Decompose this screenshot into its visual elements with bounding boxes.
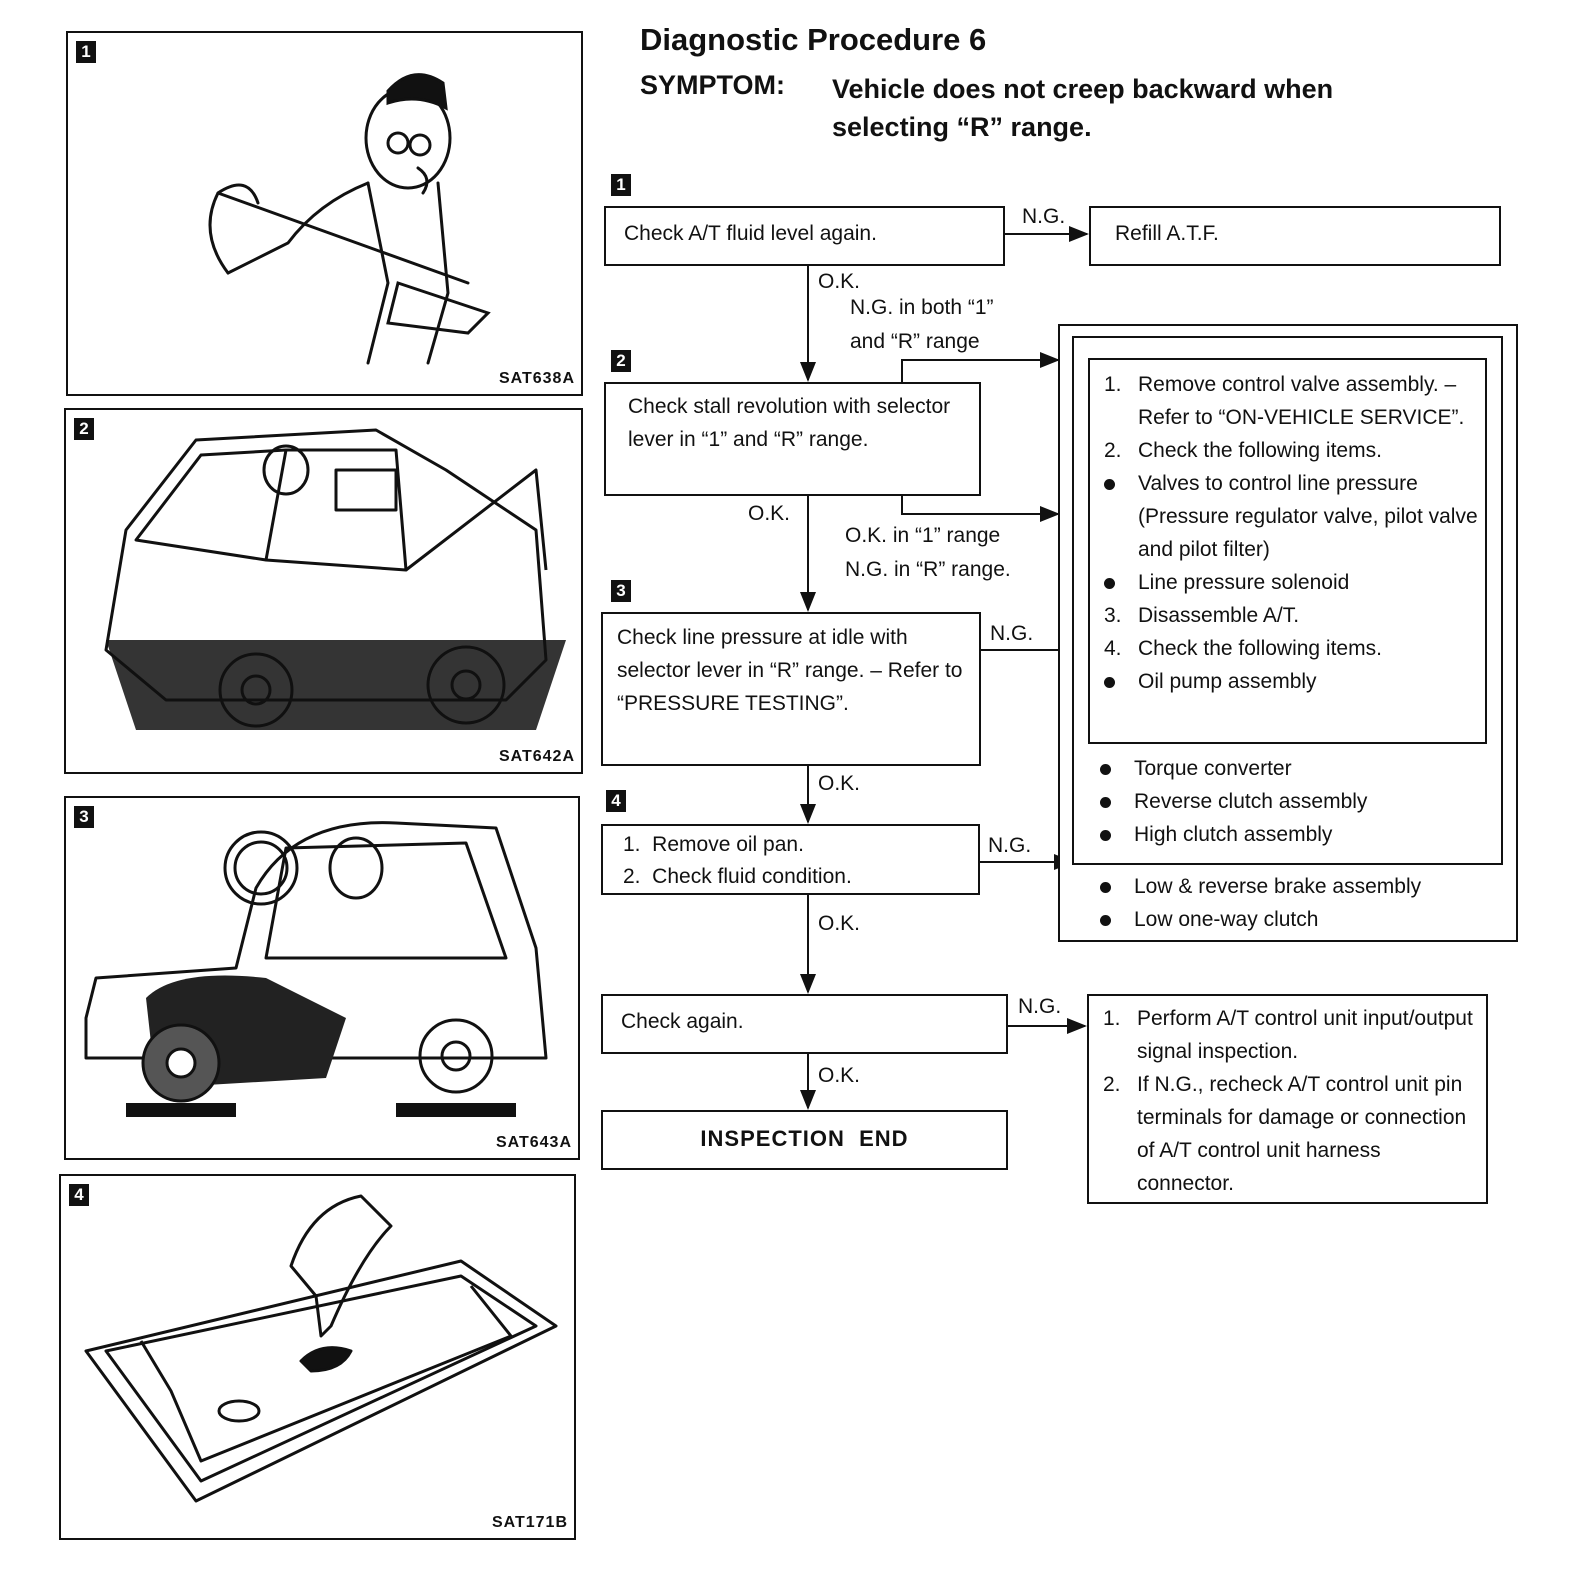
remedy-item: High clutch assembly [1100, 818, 1490, 851]
remedy-item: Oil pump assembly [1104, 665, 1479, 698]
pressure-gauge-car-illustration [84, 821, 548, 1117]
remedy-item-marker: 3. [1104, 604, 1122, 627]
label-ok-step1: O.K. [818, 270, 861, 293]
label-ng-both-line1: N.G. in both “1” [850, 296, 994, 319]
figure-code-2: SAT642A [498, 748, 575, 765]
figure-panel-2: 2 SAT642A [64, 408, 583, 774]
remedy-item-text: Check the following items. [1138, 439, 1382, 462]
label-ng-both-line2: and “R” range [850, 330, 980, 353]
final-remedy-item: 2. If N.G., recheck A/T control unit pin … [1103, 1068, 1480, 1200]
remedy-item-text: High clutch assembly [1134, 823, 1333, 846]
step5-text: Check again. [621, 1010, 744, 1033]
step-badge-4: 4 [606, 790, 626, 812]
oil-pan-illustration [84, 1194, 558, 1503]
step-badge-3: 3 [611, 580, 631, 602]
remedy-item-text: Oil pump assembly [1138, 670, 1317, 693]
step-badge-1: 1 [611, 174, 631, 196]
figure-panel-3: 3 SAT643A [64, 796, 580, 1160]
figure-badge-2: 2 [74, 418, 94, 440]
end-text: INSPECTION END [700, 1126, 909, 1151]
label-ng-step4: N.G. [988, 834, 1032, 857]
label-ng-in-r-range: N.G. in “R” range. [845, 558, 1011, 581]
end-box: INSPECTION END [601, 1110, 1008, 1170]
figure-code-4: SAT171B [491, 1514, 568, 1531]
remedy-item: Valves to control line pressure (Pressur… [1104, 467, 1479, 566]
remedy-item-text: Check the following items. [1138, 637, 1382, 660]
remedy-item: Reverse clutch assembly [1100, 785, 1490, 818]
remedy-inner-box: 1. Remove control valve assembly. – Refer… [1088, 358, 1487, 744]
label-ok-step2: O.K. [748, 502, 791, 525]
bullet-icon [1104, 479, 1115, 490]
final-remedy-item: 1. Perform A/T control unit input/output … [1103, 1002, 1480, 1068]
figure-badge-4: 4 [69, 1184, 89, 1206]
remedy-item-text: Low one-way clutch [1134, 908, 1319, 931]
step-badge-2: 2 [611, 350, 631, 372]
step4-item-2: 2. Check fluid condition. [623, 865, 852, 888]
remedy-item-text: Torque converter [1134, 757, 1292, 780]
bullet-icon [1100, 882, 1111, 893]
step3-box: Check line pressure at idle with selecto… [601, 612, 981, 766]
figure-badge-3: 3 [74, 806, 94, 828]
remedy-item: Low one-way clutch [1100, 903, 1512, 936]
step5-box: Check again. [601, 994, 1008, 1054]
remedy-item-text: Line pressure solenoid [1138, 571, 1350, 594]
remedy-item: Low & reverse brake assembly [1100, 870, 1512, 903]
refill-box: Refill A.T.F. [1089, 206, 1501, 266]
final-remedy-box: 1. Perform A/T control unit input/output … [1087, 994, 1488, 1204]
final-remedy-list: 1. Perform A/T control unit input/output … [1103, 1002, 1480, 1200]
remedy-item: Torque converter [1100, 752, 1490, 785]
final-remedy-marker: 1. [1103, 1007, 1121, 1030]
figure-panel-1: 1 SAT638A [66, 31, 583, 396]
step3-text: Check line pressure at idle with selecto… [617, 626, 963, 715]
label-ok-step5: O.K. [818, 1064, 861, 1087]
remedy-item: 1. Remove control valve assembly. – Refer… [1104, 368, 1479, 434]
remedy-item-text: Disassemble A/T. [1138, 604, 1300, 627]
remedy-inner-list: 1. Remove control valve assembly. – Refer… [1104, 368, 1479, 698]
label-ng-step3: N.G. [990, 622, 1034, 645]
remedy-item-text: Reverse clutch assembly [1134, 790, 1368, 813]
figure-badge-1: 1 [76, 41, 96, 63]
page-title: Diagnostic Procedure 6 [640, 22, 987, 57]
remedy-item-text: Low & reverse brake assembly [1134, 875, 1422, 898]
step4-box: 1. Remove oil pan. 2. Check fluid condit… [601, 824, 980, 895]
remedy-item-text: Remove control valve assembly. – Refer t… [1138, 373, 1465, 429]
label-ok-in-1-range: O.K. in “1” range [845, 524, 1001, 547]
symptom-label: SYMPTOM: [640, 70, 786, 100]
remedy-item: Line pressure solenoid [1104, 566, 1479, 599]
remedy-middle-list: Torque converter Reverse clutch assembly… [1100, 752, 1490, 851]
final-remedy-text: If N.G., recheck A/T control unit pin te… [1137, 1073, 1467, 1195]
step2-box: Check stall revolution with selector lev… [604, 382, 981, 496]
figure-code-1: SAT638A [498, 370, 575, 387]
symptom-text: Vehicle does not creep backward when sel… [832, 74, 1334, 142]
remedy-item: 3. Disassemble A/T. [1104, 599, 1479, 632]
step4-item-1: 1. Remove oil pan. [623, 833, 804, 856]
remedy-outer-list: Low & reverse brake assembly Low one-way… [1100, 870, 1512, 936]
bullet-icon [1100, 764, 1111, 775]
label-ng-step1: N.G. [1022, 205, 1066, 228]
remedy-item-marker: 4. [1104, 637, 1122, 660]
label-ng-step5: N.G. [1018, 995, 1062, 1018]
figure-code-3: SAT643A [495, 1134, 572, 1151]
remedy-item-marker: 2. [1104, 439, 1122, 462]
remedy-item: 4. Check the following items. [1104, 632, 1479, 665]
bullet-icon [1104, 677, 1115, 688]
label-ok-step4: O.K. [818, 912, 861, 935]
bullet-icon [1104, 578, 1115, 589]
bullet-icon [1100, 915, 1111, 926]
mechanic-dipstick-illustration [208, 73, 491, 365]
remedy-item: 2. Check the following items. [1104, 434, 1479, 467]
remedy-item-marker: 1. [1104, 373, 1122, 396]
refill-text: Refill A.T.F. [1115, 222, 1219, 245]
figure-panel-4: 4 SAT171B [59, 1174, 576, 1540]
label-ok-step3: O.K. [818, 772, 861, 795]
step1-text: Check A/T fluid level again. [624, 222, 877, 245]
final-remedy-text: Perform A/T control unit input/output si… [1137, 1007, 1473, 1063]
remedy-item-text: Valves to control line pressure (Pressur… [1138, 472, 1478, 561]
bullet-icon [1100, 830, 1111, 841]
final-remedy-marker: 2. [1103, 1073, 1121, 1096]
stall-test-car-illustration [104, 428, 566, 730]
step1-box: Check A/T fluid level again. [604, 206, 1005, 266]
bullet-icon [1100, 797, 1111, 808]
step2-text: Check stall revolution with selector lev… [628, 395, 951, 451]
